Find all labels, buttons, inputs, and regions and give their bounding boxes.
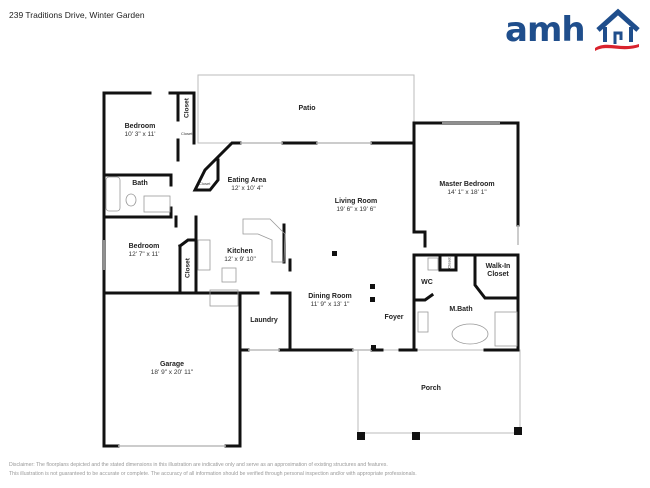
room-bath: Bath [132,180,148,187]
room-master-bedroom: Master Bedroom 14' 1" x 18' 1" [439,181,495,196]
room-foyer: Foyer [384,314,404,321]
tub [451,323,489,345]
room-garage: Garage 18' 9" x 20' 11" [150,361,194,376]
room-laundry: Laundry [250,317,278,324]
room-patio: Patio [298,105,316,112]
fixtures [105,176,518,347]
room-living-room: Living Room 19' 6" x 19' 6" [334,198,378,213]
kitchen-counter [242,218,286,263]
logo-text: amh [505,10,586,50]
disclaimer: Disclaimer: The floorplans depicted and … [9,462,417,477]
fridge [221,267,237,283]
vanity [143,195,171,213]
house-roof-icon [595,8,640,51]
windows [103,122,519,447]
room-walk-in-closet: Walk-In Closet [485,263,511,278]
porch-outline [357,349,521,434]
washer-area [209,289,239,307]
room-kitchen: Kitchen 12' x 9' 10" [224,248,256,263]
closet-label-master: Closet [446,257,452,269]
room-eating-area: Eating Area 12' x 10' 4" [227,177,267,192]
room-wc: WC [421,279,433,286]
wc-toilet [427,257,439,271]
sink [417,311,429,333]
columns [332,251,376,350]
room-master-bath: M.Bath [449,306,473,313]
room-bedroom-1: Bedroom 10' 3" x 11' [124,123,156,138]
walls [102,91,520,448]
closet-label-eating: Closet [199,181,211,186]
bathtub [105,176,121,212]
closet-label-linen: Closet [181,131,193,136]
stove [197,239,211,271]
toilet [125,193,137,207]
porch-columns [357,427,522,440]
property-address: 239 Traditions Drive, Winter Garden [9,10,145,20]
shower [494,311,518,347]
room-bedroom-2: Bedroom 12' 7" x 11' [128,243,160,258]
closet-label-bedroom-1: Closet [183,98,191,118]
room-dining-room: Dining Room 11' 9" x 13' 1" [308,293,352,308]
amh-logo: amh [505,8,640,54]
closet-label-bedroom-2: Closet [184,258,192,278]
room-porch: Porch [421,385,441,392]
